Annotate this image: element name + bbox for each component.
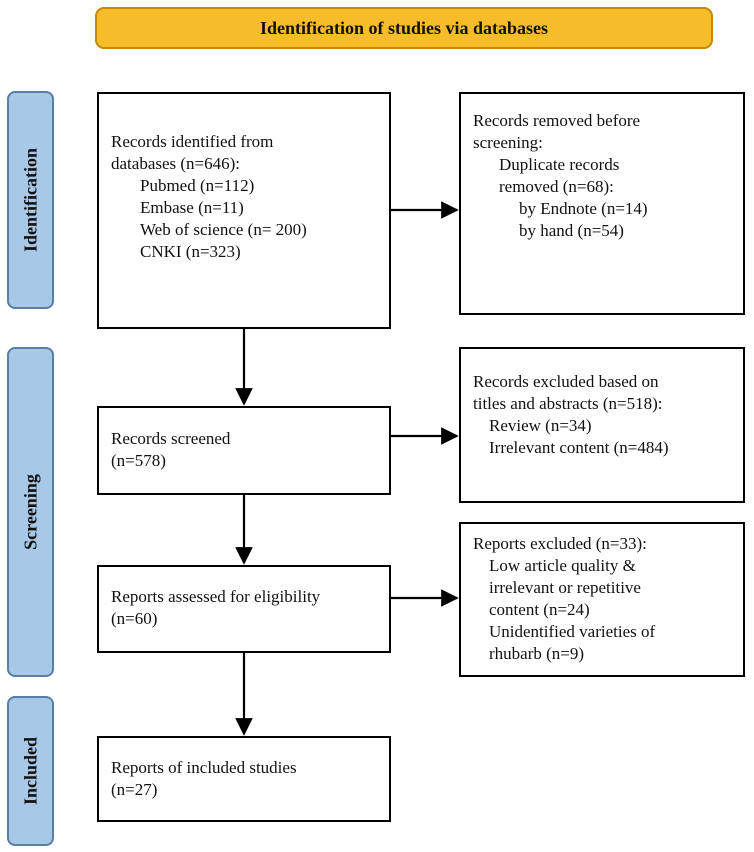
records-excluded-item: Review (n=34) (489, 416, 592, 435)
records-excluded-item: Irrelevant content (n=484) (489, 438, 669, 457)
reports-excluded-title: Reports excluded (n=33): (473, 534, 647, 553)
included-studies-line-1: Reports of included studies (111, 758, 297, 777)
records-excluded-box: Records excluded based on titles and abs… (459, 347, 745, 503)
records-removed-item: by hand (n=54) (519, 221, 624, 240)
included-studies-box: Reports of included studies (n=27) (97, 736, 391, 822)
stage-identification: Identification (7, 91, 54, 309)
records-identified-title-2: databases (n=646): (111, 154, 241, 173)
reports-excluded-box: Reports excluded (n=33): Low article qua… (459, 522, 745, 677)
included-studies-line-2: (n=27) (111, 780, 158, 799)
records-excluded-title-1: Records excluded based on (473, 372, 659, 391)
records-identified-title-1: Records identified from (111, 132, 274, 151)
stage-included: Included (7, 696, 54, 846)
records-removed-sub-1: Duplicate records (499, 155, 620, 174)
records-screened-line-2: (n=578) (111, 451, 166, 470)
records-excluded-title-2: titles and abstracts (n=518): (473, 394, 663, 413)
header-banner: Identification of studies via databases (95, 7, 713, 49)
reports-excluded-line: content (n=24) (489, 600, 590, 619)
reports-assessed-box: Reports assessed for eligibility (n=60) (97, 565, 391, 653)
records-removed-title-2: screening: (473, 133, 543, 152)
records-removed-title-1: Records removed before (473, 111, 641, 130)
stage-screening: Screening (7, 347, 54, 677)
records-removed-sub-2: removed (n=68): (499, 177, 614, 196)
records-identified-item: Pubmed (n=112) (140, 176, 255, 195)
records-removed-item: by Endnote (n=14) (519, 199, 648, 218)
records-screened-box: Records screened (n=578) (97, 406, 391, 495)
reports-excluded-line: irrelevant or repetitive (489, 578, 641, 597)
records-identified-box: Records identified from databases (n=646… (97, 92, 391, 329)
records-screened-line-1: Records screened (111, 429, 231, 448)
records-identified-item: Web of science (n= 200) (140, 220, 307, 239)
reports-excluded-line: Low article quality & (489, 556, 636, 575)
records-identified-item: CNKI (n=323) (140, 242, 241, 261)
header-title: Identification of studies via databases (259, 17, 549, 38)
reports-assessed-line-1: Reports assessed for eligibility (111, 587, 321, 606)
records-identified-item: Embase (n=11) (140, 198, 244, 217)
reports-excluded-line: rhubarb (n=9) (489, 644, 585, 663)
records-removed-box: Records removed before screening: Duplic… (459, 92, 745, 315)
reports-excluded-line: Unidentified varieties of (489, 622, 656, 641)
reports-assessed-line-2: (n=60) (111, 609, 158, 628)
